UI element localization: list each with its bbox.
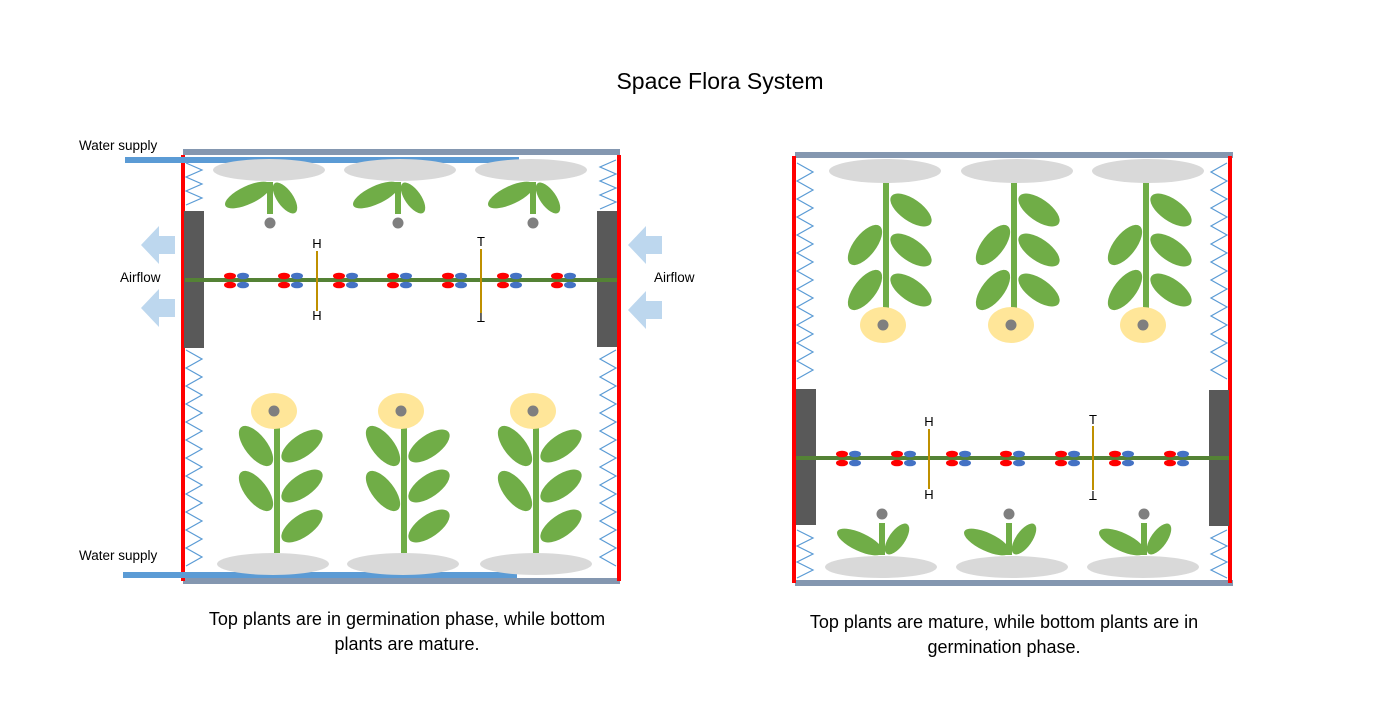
temperature-sensor	[1092, 426, 1094, 490]
left-chamber: H H T T Water supply Water supply Airflo…	[79, 138, 695, 584]
airflow-arrow-right-top	[628, 226, 662, 264]
airflow-arrow-left-bottom	[141, 289, 175, 327]
temperature-label-bottom: T	[1089, 488, 1097, 503]
humidity-sensor	[928, 429, 930, 489]
right-spring-bottom	[1209, 529, 1229, 579]
water-supply-label-top: Water supply	[79, 138, 158, 153]
left-panel-caption: Top plants are in germination phase, whi…	[208, 609, 606, 654]
soil-top-1	[213, 159, 325, 181]
page-title: Space Flora System	[616, 68, 824, 94]
left-spring-bottom	[184, 349, 204, 567]
water-pipe-top	[125, 157, 519, 163]
top-frame-bar	[183, 149, 620, 155]
mature-plant	[359, 393, 455, 553]
airflow-arrow-left-top	[141, 226, 175, 264]
right-spring-bottom	[598, 349, 618, 567]
temperature-label-top: T	[1089, 412, 1097, 427]
bottom-frame-bar	[795, 580, 1233, 586]
right-wall	[1228, 156, 1232, 583]
water-supply-label-bottom: Water supply	[79, 548, 158, 563]
soil-top-2	[344, 159, 456, 181]
temperature-label-bottom: T	[477, 310, 485, 325]
left-wall	[792, 156, 796, 583]
sprout-plant	[349, 176, 430, 229]
right-wall	[617, 155, 621, 581]
soil-top-1	[829, 159, 941, 183]
sprout-plant	[960, 508, 1041, 561]
soil-top-3	[1092, 159, 1204, 183]
soil-top-3	[475, 159, 587, 181]
soil-bottom-1	[825, 556, 937, 578]
led-rail	[185, 278, 617, 282]
mature-plant	[1101, 183, 1197, 343]
airflow-arrow-right-bottom	[628, 291, 662, 329]
soil-bottom-2	[956, 556, 1068, 578]
mature-plant	[969, 183, 1065, 343]
humidity-label-top: H	[312, 236, 321, 251]
mature-plant	[232, 393, 328, 553]
sprout-plant	[833, 508, 914, 561]
humidity-sensor	[316, 251, 318, 311]
humidity-label-bottom: H	[924, 487, 933, 502]
sprout-plant	[484, 176, 565, 229]
temperature-sensor	[480, 249, 482, 313]
left-spring-bottom	[795, 529, 815, 579]
top-frame-bar	[795, 152, 1233, 158]
soil-bottom-1	[217, 553, 329, 575]
led-rail	[796, 456, 1229, 460]
right-panel-caption: Top plants are mature, while bottom plan…	[809, 612, 1199, 657]
sprout-plant	[221, 176, 302, 229]
water-pipe-bottom	[123, 572, 517, 578]
mature-plant	[841, 183, 937, 343]
airflow-label-left: Airflow	[120, 270, 161, 285]
soil-top-2	[961, 159, 1073, 183]
right-chamber: H H T T	[792, 152, 1233, 586]
soil-bottom-3	[1087, 556, 1199, 578]
humidity-label-bottom: H	[312, 308, 321, 323]
right-spring-top	[1209, 162, 1229, 380]
soil-bottom-2	[347, 553, 459, 575]
airflow-label-right: Airflow	[654, 270, 695, 285]
soil-bottom-3	[480, 553, 592, 575]
humidity-label-top: H	[924, 414, 933, 429]
right-spring-top	[598, 159, 618, 210]
sprout-plant	[1095, 508, 1176, 561]
bottom-frame-bar	[183, 578, 620, 584]
left-spring-top	[184, 162, 204, 206]
left-spring-top	[795, 162, 815, 380]
temperature-label-top: T	[477, 234, 485, 249]
left-wall	[181, 155, 185, 581]
mature-plant	[491, 393, 587, 553]
